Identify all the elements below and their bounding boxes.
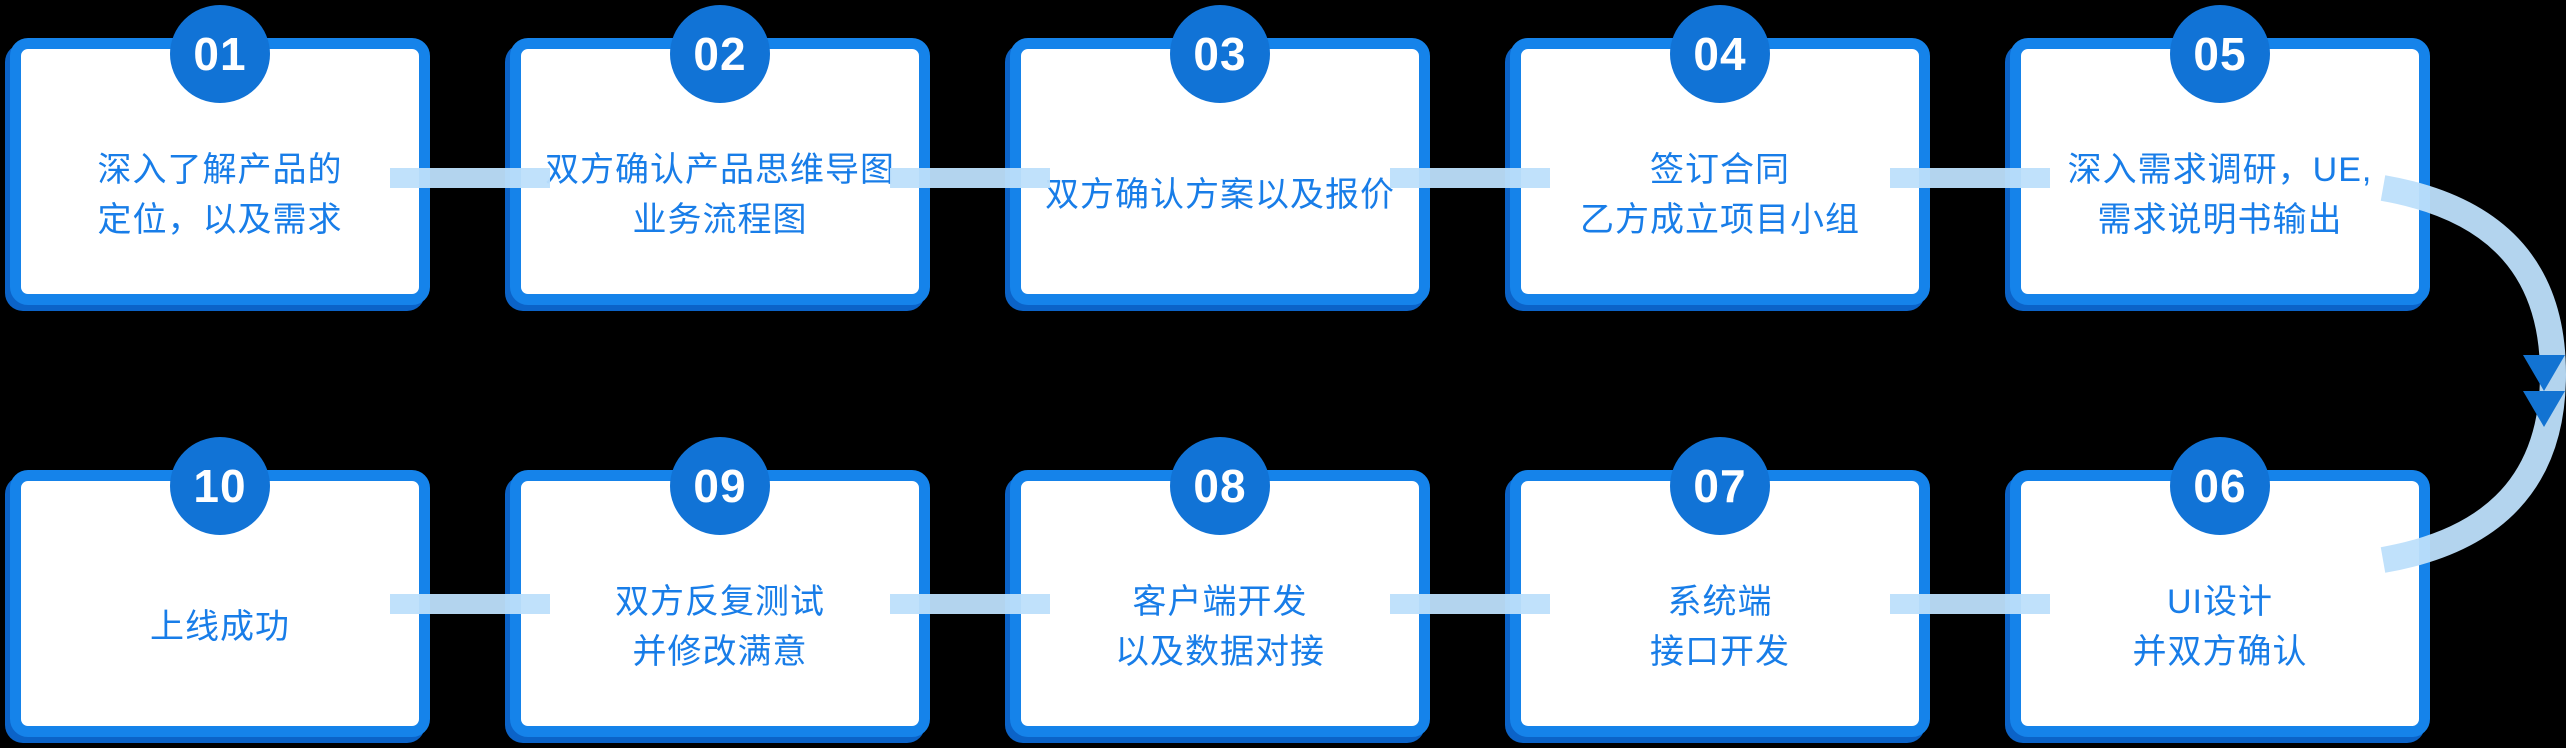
step-badge-03: 03 — [1170, 5, 1270, 103]
step-badge-05: 05 — [2170, 5, 2270, 103]
step-card-03: 03 双方确认方案以及报价 — [1010, 5, 1430, 305]
connector-01-02 — [390, 168, 550, 188]
connector-02-03 — [890, 168, 1050, 188]
step-card-07: 07 系统端 接口开发 — [1510, 437, 1930, 737]
step-text-line: 并修改满意 — [632, 632, 808, 671]
step-card-05: 05 深入需求调研，UE, 需求说明书输出 — [2010, 5, 2430, 305]
step-text-line: 双方确认产品思维导图 — [545, 150, 895, 189]
step-badge-01: 01 — [170, 5, 270, 103]
step-badge-02: 02 — [670, 5, 770, 103]
step-number: 10 — [193, 460, 247, 512]
arrow-down-icon — [2523, 355, 2565, 391]
step-badge-10: 10 — [170, 437, 270, 535]
step-text-line: 系统端 — [1667, 582, 1773, 621]
step-text: 双方确认产品思维导图 业务流程图 — [521, 49, 919, 294]
arrow-down-icon — [2523, 391, 2565, 427]
step-badge-06: 06 — [2170, 437, 2270, 535]
step-text-line: 上线成功 — [150, 607, 290, 646]
step-card-08: 08 客户端开发 以及数据对接 — [1010, 437, 1430, 737]
step-text-line: UI设计 — [2167, 582, 2273, 621]
step-text: 客户端开发 以及数据对接 — [1021, 481, 1419, 726]
connector-09-08 — [890, 594, 1050, 614]
step-card-04: 04 签订合同 乙方成立项目小组 — [1510, 5, 1930, 305]
step-text-line: 双方确认方案以及报价 — [1045, 175, 1395, 214]
step-text: 上线成功 — [21, 481, 419, 726]
step-text-line: 需求说明书输出 — [2097, 200, 2343, 239]
step-badge-04: 04 — [1670, 5, 1770, 103]
step-number: 06 — [2193, 460, 2247, 512]
step-text-line: 接口开发 — [1650, 632, 1790, 671]
connector-03-04 — [1390, 168, 1550, 188]
connector-04-05 — [1890, 168, 2050, 188]
step-text: 深入了解产品的 定位，以及需求 — [21, 49, 419, 294]
connector-10-09 — [390, 594, 550, 614]
step-badge-07: 07 — [1670, 437, 1770, 535]
step-card-02: 02 双方确认产品思维导图 业务流程图 — [510, 5, 930, 305]
step-text-line: 乙方成立项目小组 — [1580, 200, 1860, 239]
step-number: 04 — [1693, 28, 1747, 80]
step-text: 双方确认方案以及报价 — [1021, 49, 1419, 294]
step-text-line: 以及数据对接 — [1115, 632, 1325, 671]
step-text-line: 业务流程图 — [632, 200, 808, 239]
step-text-line: 双方反复测试 — [615, 582, 825, 621]
step-text-line: 深入了解产品的 — [97, 150, 343, 189]
step-badge-08: 08 — [1170, 437, 1270, 535]
connector-07-06 — [1890, 594, 2050, 614]
connector-08-07 — [1390, 594, 1550, 614]
step-text: 签订合同 乙方成立项目小组 — [1521, 49, 1919, 294]
step-number: 01 — [193, 28, 247, 80]
step-text: 深入需求调研，UE, 需求说明书输出 — [2021, 49, 2419, 294]
step-badge-09: 09 — [670, 437, 770, 535]
step-text: UI设计 并双方确认 — [2021, 481, 2419, 726]
step-card-01: 01 深入了解产品的 定位，以及需求 — [10, 5, 430, 305]
step-card-10: 10 上线成功 — [10, 437, 430, 737]
step-text-line: 深入需求调研，UE, — [2067, 150, 2373, 189]
step-number: 09 — [693, 460, 747, 512]
step-number: 07 — [1693, 460, 1747, 512]
step-text-line: 签订合同 — [1650, 150, 1790, 189]
step-text-line: 客户端开发 — [1132, 582, 1308, 621]
step-number: 05 — [2193, 28, 2247, 80]
step-text: 系统端 接口开发 — [1521, 481, 1919, 726]
step-number: 02 — [693, 28, 747, 80]
step-number: 03 — [1193, 28, 1247, 80]
step-text: 双方反复测试 并修改满意 — [521, 481, 919, 726]
step-text-line: 并双方确认 — [2132, 632, 2308, 671]
step-card-06: 06 UI设计 并双方确认 — [2010, 437, 2430, 737]
step-number: 08 — [1193, 460, 1247, 512]
step-text-line: 定位，以及需求 — [97, 200, 343, 239]
step-card-09: 09 双方反复测试 并修改满意 — [510, 437, 930, 737]
